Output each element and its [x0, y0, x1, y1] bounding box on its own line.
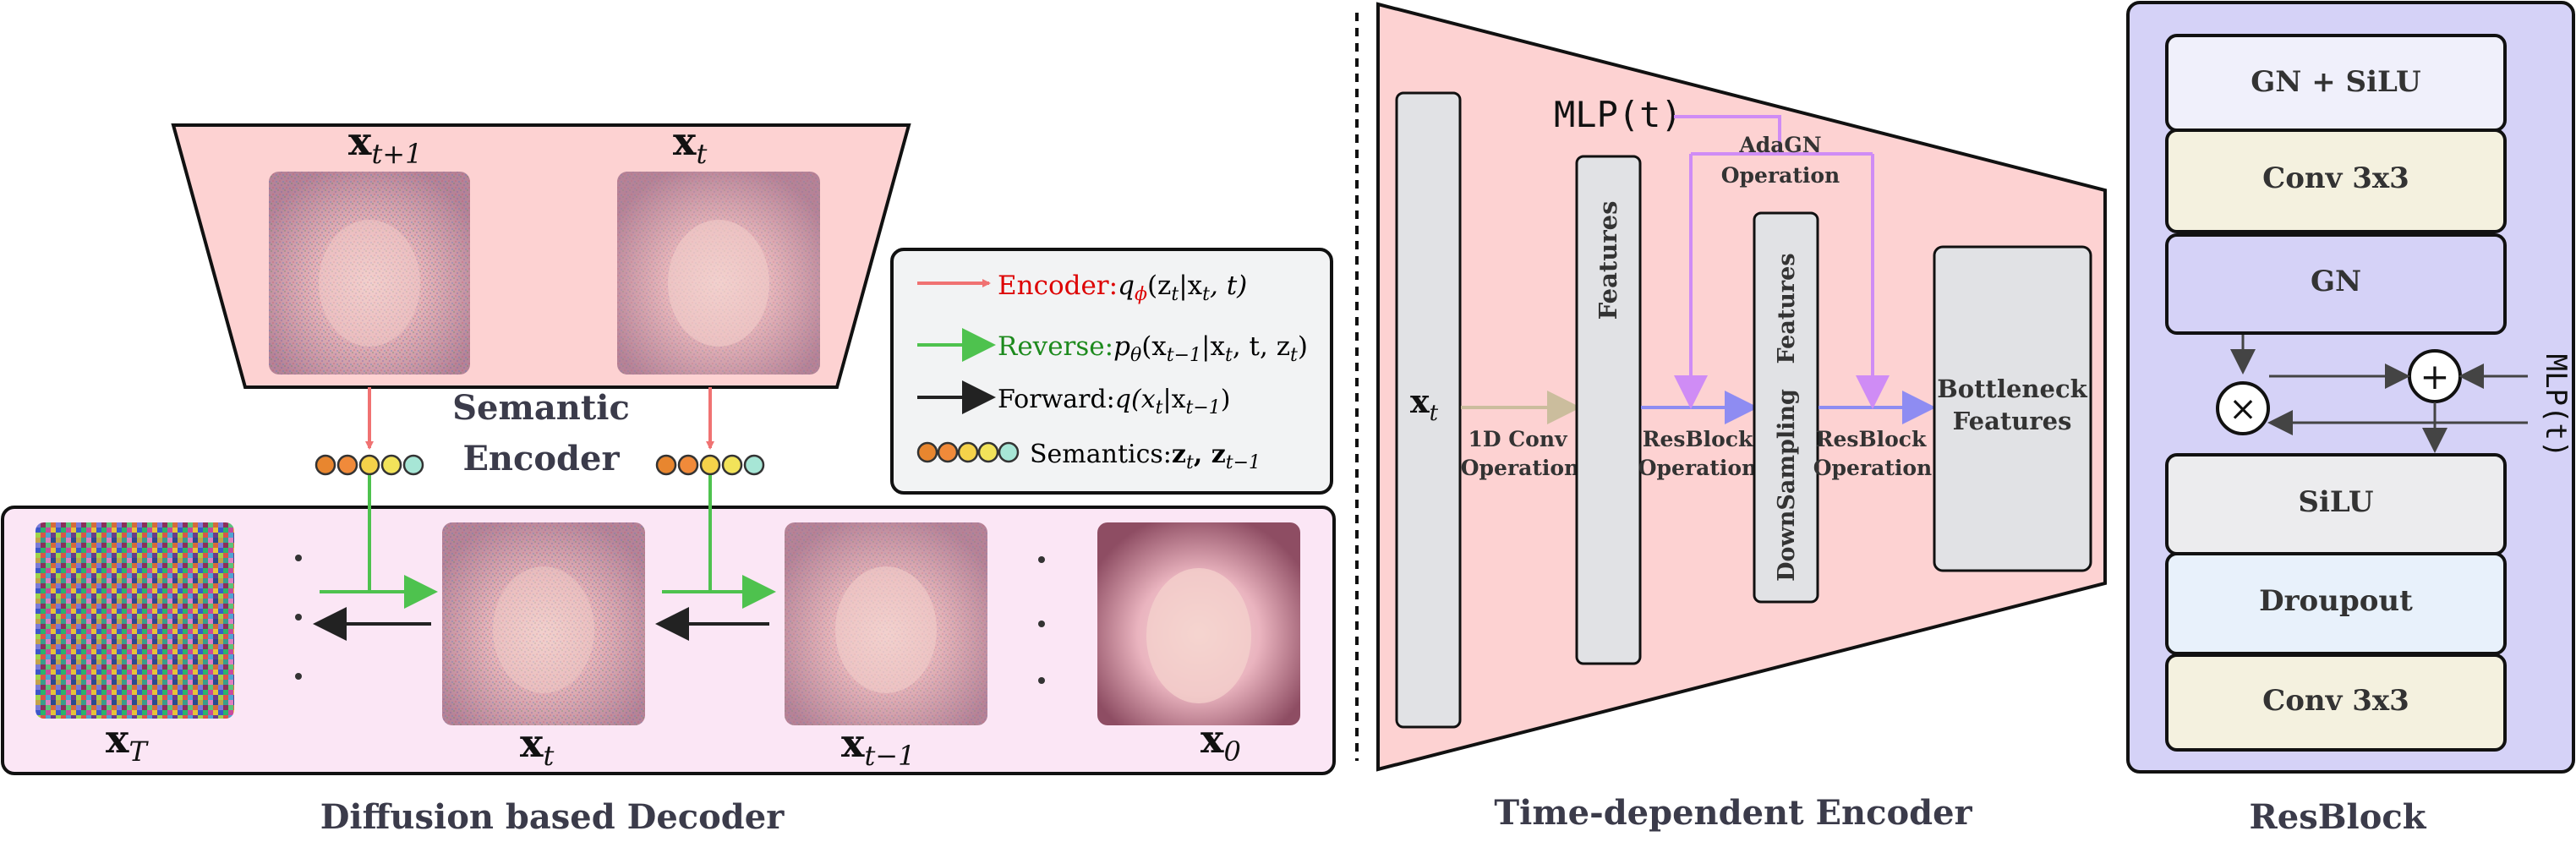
plus-symbol: +	[2420, 356, 2449, 397]
input-xt-label: xt	[1410, 382, 1439, 426]
resblock-op1-line1: ResBlock	[1643, 427, 1753, 451]
legend-encoder-text: Encoder:qϕ(zt|xt, t)	[998, 271, 1247, 305]
adagn-line1: AdaGN	[1738, 133, 1821, 157]
bottleneck-line1: Bottleneck	[1937, 375, 2087, 403]
features-label-2: Features	[1774, 253, 1800, 364]
semantic-encoder-group: xt+1 xt Semantic Encoder	[171, 118, 911, 478]
decoder-img2-label: xt	[520, 720, 554, 772]
resblock-layer-5	[2165, 653, 2507, 752]
semantic-encoder-label-1: Semantic	[452, 388, 630, 428]
features-label-1: Features	[1594, 201, 1622, 320]
resblock-layer-2-label: GN	[2311, 265, 2361, 298]
bottleneck-line2: Features	[1953, 407, 2072, 435]
resblock-layer-4-label: Droupout	[2259, 584, 2413, 618]
image-x-t-plus-1	[269, 172, 470, 375]
mlp-label-encoder: MLP(t)	[1554, 94, 1682, 135]
semantic-to-reverse-1	[368, 475, 427, 593]
times-symbol: ×	[2229, 390, 2257, 429]
resblock-op1-line2: Operation	[1638, 456, 1757, 480]
image-x-t-minus-1	[785, 522, 987, 725]
resblock-title: ResBlock	[2250, 797, 2427, 837]
multiply-operator	[2216, 381, 2270, 435]
downsampling-label: DownSampling	[1774, 389, 1800, 582]
semantic-encoder-label-2: Encoder	[462, 439, 620, 478]
legend-semantic-dots	[916, 441, 1020, 463]
conv-op-line2: Operation	[1461, 456, 1579, 480]
resblock-layer-0-label: GN + SiLU	[2251, 65, 2420, 99]
resblock-layer-5-label: Conv 3x3	[2262, 684, 2409, 718]
semantic-dots-right	[655, 454, 765, 476]
mlp-label-resblock: MLP(t)	[2539, 354, 2573, 458]
legend-box: Encoder:qϕ(zt|xt, t) Reverse:pθ(xt−1|xt,…	[890, 248, 1333, 495]
features-box-1	[1575, 155, 1642, 665]
img-left-label: xt+1	[348, 118, 422, 170]
decoder-img4-label: x0	[1200, 716, 1241, 768]
adagn-line2: Operation	[1721, 163, 1840, 188]
resblock-layer-1-label: Conv 3x3	[2262, 161, 2409, 195]
legend-reverse-text: Reverse:pθ(xt−1|xt, t, zt)	[998, 331, 1308, 366]
time-encoder-title: Time-dependent Encoder	[1494, 793, 1972, 833]
img-right-label: xt	[673, 118, 707, 170]
time-encoder-shape	[1376, 2, 2107, 772]
decoder-title: Diffusion based Decoder	[320, 797, 785, 837]
downsampling-box	[1753, 211, 1819, 604]
image-x-t-bottom	[442, 522, 645, 725]
bottleneck-box	[1933, 245, 2092, 572]
semantic-dots-left	[314, 454, 424, 476]
image-x-0	[1097, 522, 1300, 725]
resblock-layer-3-label: SiLU	[2298, 485, 2373, 519]
time-encoder-group: xt 1D Conv Operation Features ResBlock O…	[1376, 2, 2107, 833]
resblock-op2-line2: Operation	[1813, 456, 1932, 480]
legend-forward-text: Forward:q(xt|xt−1)	[998, 385, 1231, 418]
resblock-layer-1	[2165, 128, 2507, 233]
decoder-group: xT xt xt−1	[1, 475, 1336, 837]
resblock-group: GN + SiLU Conv 3x3 GN × + MLP(t) SiLU Dr…	[2126, 1, 2575, 837]
input-xt-box	[1395, 91, 1462, 729]
resblock-op2-line1: ResBlock	[1816, 427, 1927, 451]
resblock-layer-2	[2165, 233, 2507, 335]
decoder-ellipsis-left	[295, 555, 302, 680]
decoder-img3-label: xt−1	[841, 720, 915, 772]
image-x-T	[36, 522, 234, 719]
decoder-ellipsis-right	[1038, 556, 1045, 684]
semantic-to-reverse-2	[708, 475, 765, 593]
image-x-t-top	[617, 172, 820, 375]
conv-op-line1: 1D Conv	[1468, 427, 1568, 451]
decoder-img1-label: xT	[106, 716, 149, 768]
legend-semantics-text: Semantics:zt, zt−1	[1030, 440, 1261, 473]
mlp-feed-line	[1674, 115, 1781, 154]
